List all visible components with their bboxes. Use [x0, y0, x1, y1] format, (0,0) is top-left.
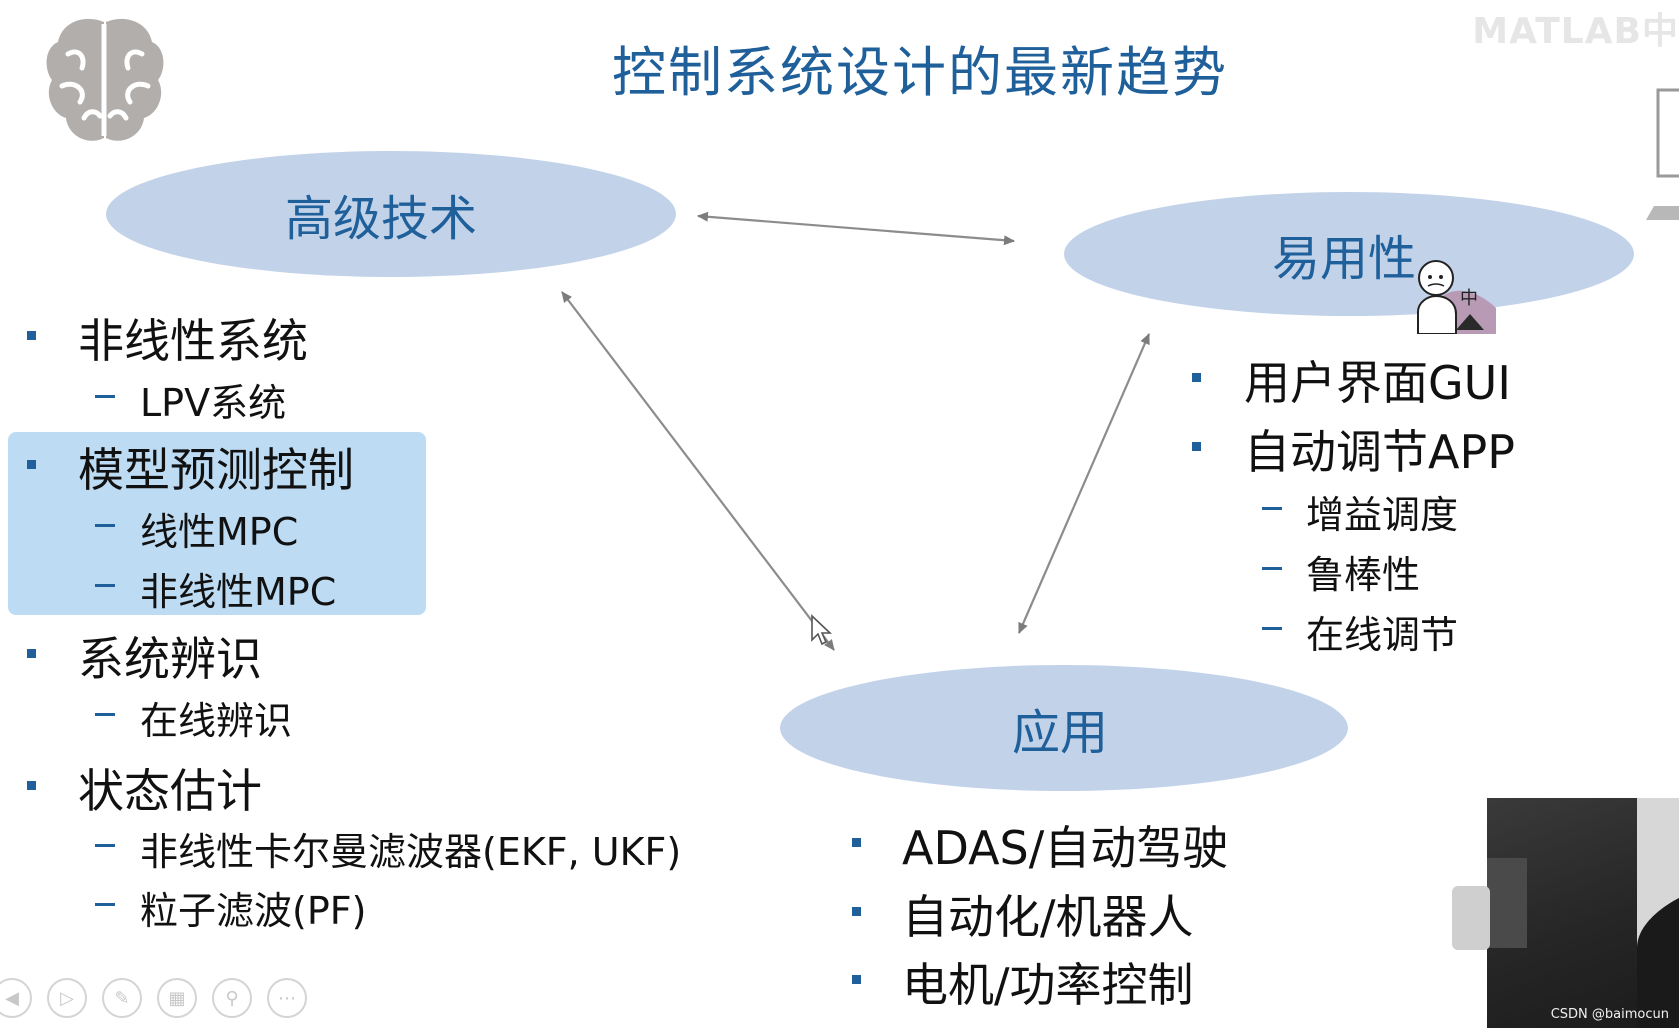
bullet-square [1192, 442, 1201, 451]
cursor-icon [810, 614, 833, 648]
bullet-square [27, 460, 36, 469]
bullet-dash [95, 844, 115, 847]
list-item-adas: ADAS/自动驾驶 [902, 821, 1229, 875]
bullet-dash [1262, 507, 1282, 510]
list-item-robotics: 自动化/机器人 [902, 890, 1194, 944]
brain-icon [44, 14, 166, 148]
oval-usability: 易用性 [1064, 192, 1634, 316]
webcam-video: CSDN @baimocun [1487, 798, 1679, 1028]
list-subitem-online-tuning: 在线调节 [1306, 613, 1459, 657]
oval-usability-label: 易用性 [1271, 231, 1416, 287]
oval-application: 应用 [780, 665, 1348, 791]
arrow-usability-application [1017, 333, 1151, 634]
list-item-mpc: 模型预测控制 [78, 443, 354, 497]
bullet-dash [95, 395, 115, 398]
oval-advanced-label: 高级技术 [284, 191, 477, 247]
bullet-square [852, 975, 861, 984]
pen-icon[interactable]: ✎ [102, 978, 142, 1018]
zoom-icon[interactable]: ⚲ [212, 978, 252, 1018]
list-subitem-lpv: LPV系统 [140, 381, 287, 425]
list-item-nonlinear-system: 非线性系统 [78, 314, 308, 368]
list-subitem-online-identification: 在线辨识 [140, 699, 293, 743]
badge-label: 中 [1460, 288, 1478, 309]
bullet-dash [95, 524, 115, 527]
slide-title: 控制系统设计的最新趋势 [612, 41, 1228, 104]
bullet-dash [1262, 567, 1282, 570]
bullet-square [1192, 373, 1201, 382]
previous-icon[interactable]: ◀ [0, 978, 32, 1018]
arrow-advanced-application [561, 291, 835, 651]
oval-advanced-technology: 高级技术 [106, 151, 676, 277]
list-subitem-particle-filter: 粒子滤波(PF) [140, 889, 367, 933]
avatar-badge: 中 [1412, 248, 1504, 335]
list-item-motor-control: 电机/功率控制 [902, 958, 1194, 1012]
list-item-system-identification: 系统辨识 [78, 632, 262, 686]
list-subitem-linear-mpc: 线性MPC [140, 510, 299, 554]
bullet-square [27, 331, 36, 340]
list-item-gui: 用户界面GUI [1244, 356, 1511, 410]
oval-application-label: 应用 [1011, 705, 1108, 761]
bullet-dash [95, 584, 115, 587]
bullet-dash [1262, 627, 1282, 630]
bullet-dash [95, 713, 115, 716]
slides-icon[interactable]: ▦ [157, 978, 197, 1018]
arrow-advanced-usability [697, 211, 1015, 246]
list-subitem-gain-scheduling: 增益调度 [1306, 493, 1459, 537]
bullet-square [852, 838, 861, 847]
play-icon[interactable]: ▷ [47, 978, 87, 1018]
bullet-square [27, 649, 36, 658]
watermark-text: MATLAB中 [1472, 11, 1679, 52]
bullet-square [27, 781, 36, 790]
list-subitem-kalman-filter: 非线性卡尔曼滤波器(EKF, UKF) [140, 830, 682, 874]
list-item-state-estimation: 状态估计 [78, 764, 262, 818]
list-subitem-nonlinear-mpc: 非线性MPC [140, 570, 337, 614]
footer-credit: CSDN @baimocun [1550, 1007, 1669, 1022]
list-subitem-robustness: 鲁棒性 [1306, 553, 1421, 597]
bullet-dash [95, 903, 115, 906]
monitor-icon [1642, 86, 1679, 226]
presentation-controls: ◀ ▷ ✎ ▦ ⚲ ⋯ [0, 978, 307, 1018]
highlight-box [8, 432, 426, 615]
more-icon[interactable]: ⋯ [267, 978, 307, 1018]
device-edge [1452, 886, 1490, 950]
list-item-autotune-app: 自动调节APP [1244, 425, 1515, 479]
bullet-square [852, 907, 861, 916]
